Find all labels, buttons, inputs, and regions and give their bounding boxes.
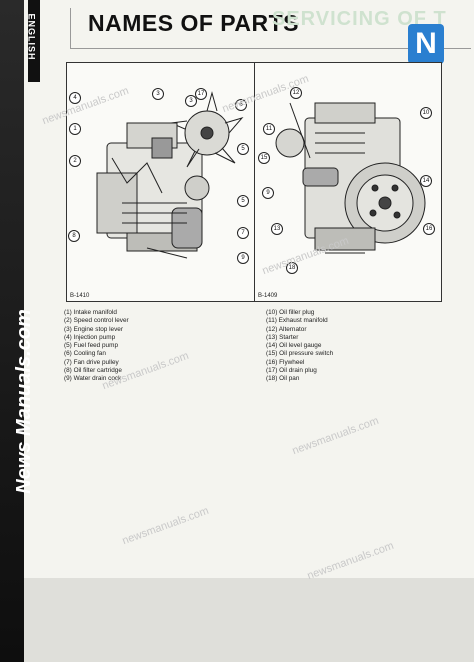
callout-number: 6	[235, 99, 247, 111]
list-item: (10) Oil filler plug	[266, 309, 315, 316]
callout-number: 3	[185, 95, 197, 107]
engine-front-drawing	[96, 91, 244, 259]
parts-list-right: (10) Oil filler plug (11) Exhaust manifo…	[266, 309, 333, 384]
callout-number: 1	[69, 123, 81, 135]
figure-id-right: B-1409	[258, 293, 278, 299]
callout-number: 14	[420, 175, 432, 187]
figure-id-left: B-1410	[70, 293, 90, 299]
language-tab: ENGLISH	[26, 0, 40, 82]
callout-number: 3	[152, 88, 164, 100]
callout-number: 2	[69, 155, 81, 167]
callout-number: 13	[271, 223, 283, 235]
callout-number: 10	[420, 107, 432, 119]
list-item: (17) Oil drain plug	[266, 367, 317, 375]
list-item: (13) Starter	[266, 333, 299, 341]
language-tab-label: ENGLISH	[26, 13, 37, 61]
callout-number: 4	[69, 92, 81, 104]
list-item: (8) Oil filter cartridge	[64, 367, 122, 375]
callout-number: 9	[262, 187, 274, 199]
list-item: (16) Flywheel	[266, 358, 305, 366]
parts-list-left: (1) Intake manifold (2) Speed control le…	[64, 309, 129, 384]
side-watermark-text: News Manuals.com	[12, 309, 35, 494]
callout-number: 17	[195, 88, 207, 100]
callout-number: 18	[286, 262, 298, 274]
figure-right: B-1409	[254, 62, 442, 302]
scan-border	[0, 0, 24, 662]
logo-letter: N	[415, 27, 437, 60]
callout-number: 12	[290, 87, 302, 99]
list-item: (2) Speed control lever	[64, 317, 129, 325]
list-item: (1) Intake manifold	[64, 309, 117, 316]
list-item: (12) Alternator	[266, 325, 307, 333]
page-title: NAMES OF PARTS	[88, 10, 300, 36]
list-item: (7) Fan drive pulley	[64, 358, 119, 366]
callout-number: 11	[263, 123, 275, 135]
list-item: (14) Oil level gauge	[266, 342, 322, 350]
figure-left: B-1410	[66, 62, 256, 302]
callout-number: 16	[423, 223, 435, 235]
callout-number: 5	[237, 143, 249, 155]
callout-number: 8	[68, 230, 80, 242]
faded-heading: SERVICING OF T	[272, 8, 447, 30]
list-item: (9) Water drain cock	[64, 375, 122, 383]
engine-rear-drawing	[275, 102, 426, 254]
list-item: (6) Cooling fan	[64, 350, 106, 358]
callout-number: 9	[237, 252, 249, 264]
list-item: (4) Injection pump	[64, 333, 116, 341]
list-item: (11) Exhaust manifold	[266, 317, 328, 325]
news-logo-icon: N	[408, 24, 444, 64]
list-item: (3) Engine stop lever	[64, 325, 123, 333]
list-item: (18) Oil pan	[266, 375, 300, 383]
list-item: (5) Fuel feed pump	[64, 342, 118, 350]
callout-number: 15	[258, 152, 270, 164]
list-item: (15) Oil pressure switch	[266, 350, 334, 358]
title-frame	[70, 8, 471, 49]
callout-number: 5	[237, 195, 249, 207]
scan-bottom-strip	[24, 578, 474, 662]
callout-number: 7	[237, 227, 249, 239]
